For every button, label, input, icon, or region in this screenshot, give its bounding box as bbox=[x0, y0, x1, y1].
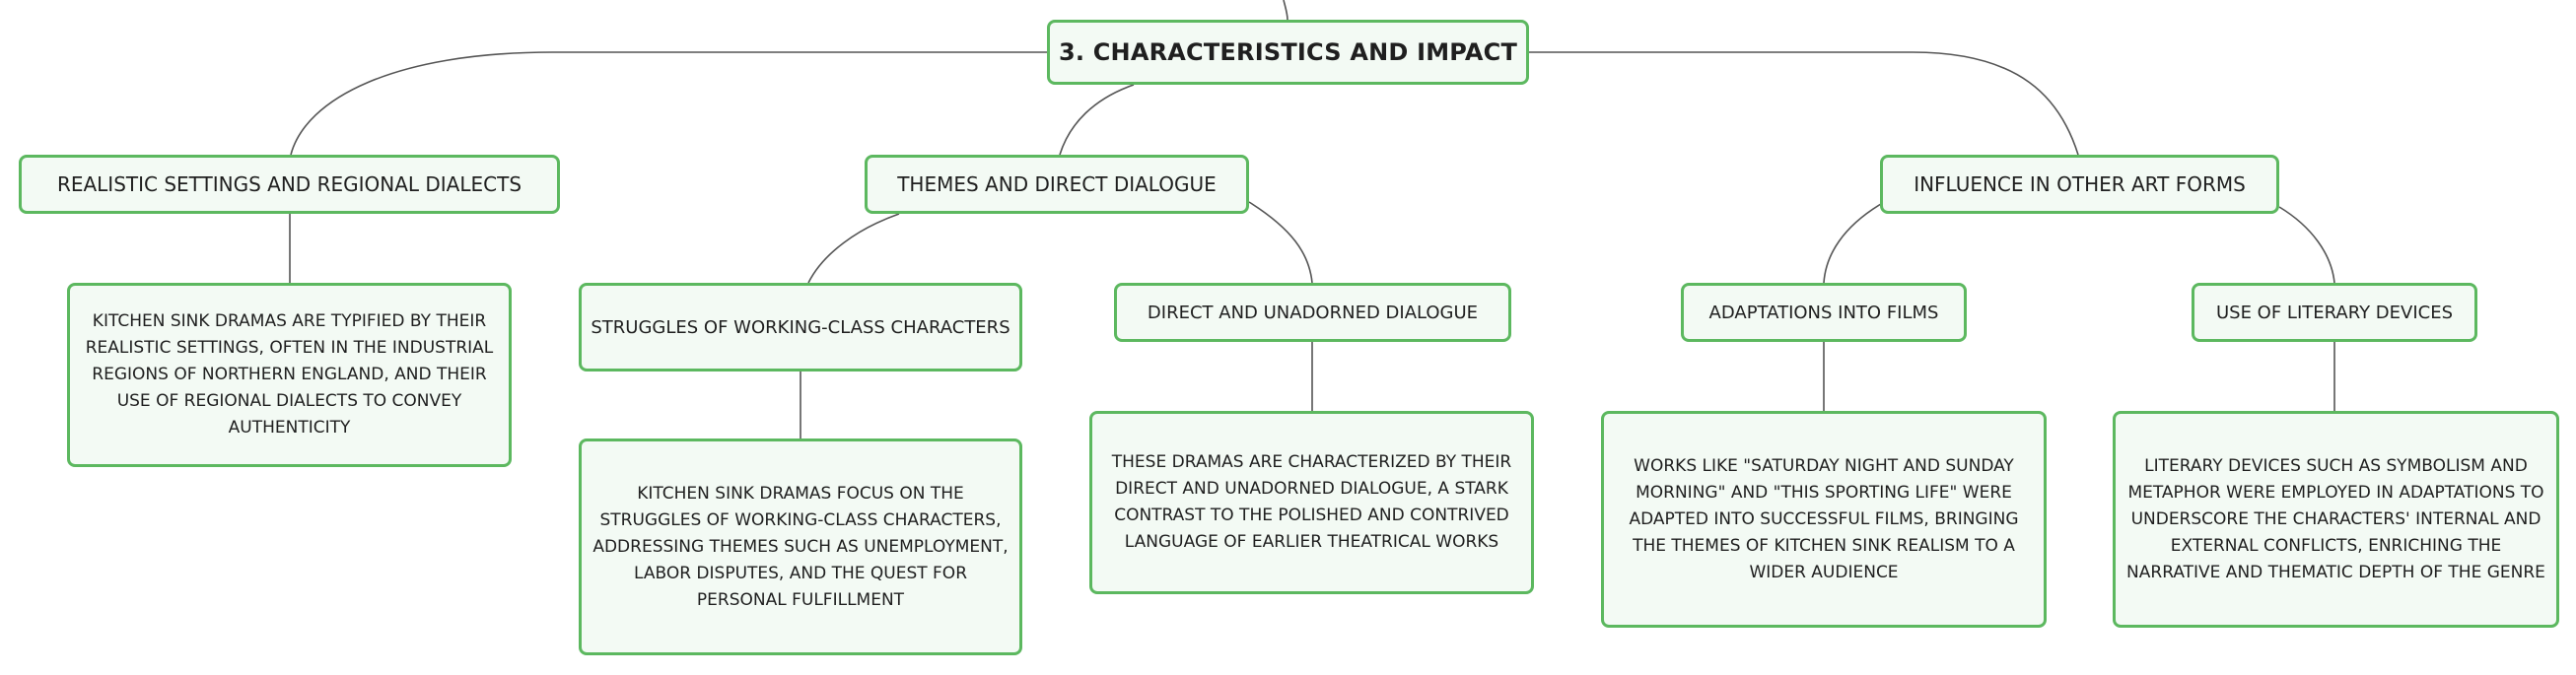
detail-text: WORKS LIKE "SATURDAY NIGHT AND SUNDAY MO… bbox=[1629, 455, 2019, 582]
branch-label: INFLUENCE IN OTHER ART FORMS bbox=[1914, 172, 2246, 196]
connector-parent-stub bbox=[1283, 0, 1288, 21]
sub-label: STRUGGLES OF WORKING-CLASS CHARACTERS bbox=[591, 316, 1010, 338]
branch-realistic-settings[interactable]: REALISTIC SETTINGS AND REGIONAL DIALECTS bbox=[19, 155, 560, 214]
connector-influence-to-devices bbox=[2278, 206, 2335, 284]
branch-themes-dialogue[interactable]: THEMES AND DIRECT DIALOGUE bbox=[865, 155, 1249, 214]
branch-influence[interactable]: INFLUENCE IN OTHER ART FORMS bbox=[1880, 155, 2279, 214]
connector-root-to-themes bbox=[1059, 84, 1135, 156]
detail-text: KITCHEN SINK DRAMAS ARE TYPIFIED BY THEI… bbox=[85, 311, 494, 438]
detail-direct-dialogue[interactable]: THESE DRAMAS ARE CHARACTERIZED BY THEIR … bbox=[1089, 411, 1534, 594]
sub-label: ADAPTATIONS INTO FILMS bbox=[1708, 302, 1939, 323]
sub-label: DIRECT AND UNADORNED DIALOGUE bbox=[1147, 302, 1479, 323]
sub-struggles[interactable]: STRUGGLES OF WORKING-CLASS CHARACTERS bbox=[579, 283, 1022, 371]
root-title: 3. CHARACTERISTICS AND IMPACT bbox=[1058, 38, 1518, 66]
detail-text: LITERARY DEVICES SUCH AS SYMBOLISM AND M… bbox=[2126, 455, 2545, 582]
detail-adaptations[interactable]: WORKS LIKE "SATURDAY NIGHT AND SUNDAY MO… bbox=[1601, 411, 2047, 628]
sub-direct-dialogue[interactable]: DIRECT AND UNADORNED DIALOGUE bbox=[1114, 283, 1511, 342]
sub-adaptations[interactable]: ADAPTATIONS INTO FILMS bbox=[1681, 283, 1967, 342]
detail-struggles[interactable]: KITCHEN SINK DRAMAS FOCUS ON THE STRUGGL… bbox=[579, 439, 1022, 655]
detail-realistic-settings[interactable]: KITCHEN SINK DRAMAS ARE TYPIFIED BY THEI… bbox=[67, 283, 512, 467]
detail-text: THESE DRAMAS ARE CHARACTERIZED BY THEIR … bbox=[1111, 452, 1512, 552]
detail-literary-devices[interactable]: LITERARY DEVICES SUCH AS SYMBOLISM AND M… bbox=[2113, 411, 2559, 628]
connector-themes-to-dialogue bbox=[1248, 201, 1313, 284]
connector-influence-to-adaptations bbox=[1823, 203, 1882, 284]
sub-label: USE OF LITERARY DEVICES bbox=[2215, 302, 2454, 323]
branch-label: REALISTIC SETTINGS AND REGIONAL DIALECTS bbox=[56, 172, 522, 196]
connector-root-to-settings bbox=[290, 51, 1047, 156]
sub-literary-devices[interactable]: USE OF LITERARY DEVICES bbox=[2192, 283, 2477, 342]
connector-root-to-influence bbox=[1528, 51, 2079, 156]
branch-label: THEMES AND DIRECT DIALOGUE bbox=[897, 172, 1217, 196]
root-node[interactable]: 3. CHARACTERISTICS AND IMPACT bbox=[1047, 20, 1529, 85]
connector-themes-to-struggles bbox=[807, 213, 900, 284]
detail-text: KITCHEN SINK DRAMAS FOCUS ON THE STRUGGL… bbox=[592, 483, 1009, 610]
